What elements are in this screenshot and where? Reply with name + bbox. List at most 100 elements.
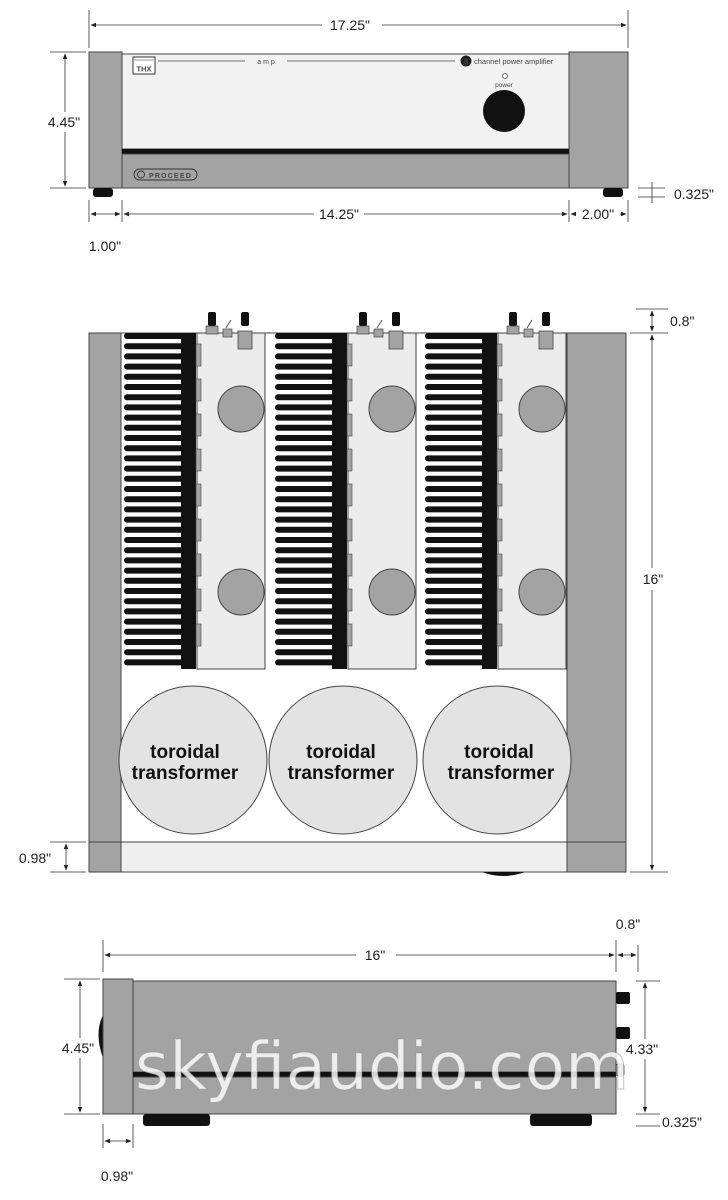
channel-1-heatsink-fin [124, 455, 186, 462]
channel-3-heatsink-fin [425, 465, 487, 472]
channel-1-heatsink-fin [124, 465, 186, 472]
channel-3-heatsink-fin [425, 659, 487, 666]
channel-1-heatsink-fin [124, 353, 186, 360]
side-rear-offset-label: 0.8" [616, 916, 640, 932]
toroidal-transformer-2 [268, 685, 418, 835]
channel-3-heatsink-fin [425, 445, 487, 452]
channel-1-heatsink-fin [124, 373, 186, 380]
transformer-1-label-line1: toroidal [150, 742, 220, 763]
channel-1-heatsink-fin [124, 343, 186, 350]
channel-2-heatsink-fin [275, 659, 337, 666]
front-width-label: 17.25" [330, 17, 370, 33]
channel-2-rear-connector-left [359, 312, 367, 326]
channel-2-heatsink-fin [275, 475, 337, 482]
channel-2-heatsink-fin [275, 649, 337, 656]
channel-3-transistor [496, 413, 503, 437]
side-body-lower [132, 1076, 617, 1115]
channel-1-rear-connector-left [208, 312, 216, 326]
channel-1-heatsink-fin [124, 445, 186, 452]
channel-3-heatsink-fin [425, 333, 487, 339]
front-inner-width-label: 14.25" [319, 206, 359, 222]
channel-3-heatsink-fin [425, 496, 487, 503]
side-rear-connector-small [615, 1063, 625, 1077]
channel-3-transistor [496, 553, 503, 577]
channel-1-capacitor-top [217, 385, 265, 433]
channel-2-heatsink-fin [275, 516, 337, 523]
transformer-3-label-line2: transformer [448, 763, 555, 784]
channel-3-heatsink-fin [425, 506, 487, 513]
channel-3-transistor [496, 518, 503, 542]
channel-3-transistor [496, 588, 503, 612]
svg-text:PROCEED: PROCEED [149, 173, 192, 180]
channel-2-heatsink-fin [275, 363, 337, 370]
channel-1-transistor [195, 623, 202, 647]
channel-2-heatsink-fin [275, 618, 337, 625]
side-body-upper [132, 980, 617, 1073]
side-shadow-strip [133, 1072, 616, 1077]
channel-1-heatsink-fin [124, 577, 186, 584]
panel-amp-text: a m p [257, 59, 275, 66]
front-left-foot [93, 188, 113, 197]
channel-3-heatsink-fin [425, 363, 487, 370]
toroidal-transformer-1 [118, 685, 268, 835]
side-height-label: 4.45" [62, 1040, 94, 1056]
channel-2-transistor [346, 413, 353, 437]
channel-3-heatsink-fin [425, 486, 487, 492]
front-right-side-label: 2.00" [582, 206, 614, 222]
top-power-button-knob [482, 872, 525, 876]
channel-3-rear-connector-left [509, 312, 517, 326]
channel-3-switch-lever [526, 319, 533, 329]
channel-2-transistor [346, 623, 353, 647]
side-front-panel [102, 978, 134, 1115]
channel-1-heatsink-fin [124, 659, 186, 666]
channel-1-heatsink-fin [124, 547, 186, 554]
channel-3-capacitor-bottom [518, 568, 566, 616]
front-lower-panel [121, 153, 570, 189]
channel-1-heatsink-fin [124, 649, 186, 656]
side-front-knob [98, 1015, 103, 1058]
channel-3-heatsink-fin [425, 618, 487, 625]
channel-3-heatsink-fin [425, 537, 487, 543]
channel-1-heatsink-fin [124, 608, 186, 615]
channel-2-transistor [346, 343, 353, 367]
front-right-foot [603, 188, 623, 197]
channel-2-heatsink-fin [275, 373, 337, 380]
channel-3-heatsink-fin [425, 343, 487, 350]
front-foot-height-label: 0.325" [674, 186, 714, 202]
top-view: 0.8" 16" 0.98" toroidal transformer toro… [19, 308, 694, 876]
channel-2-heatsink-fin [275, 333, 337, 339]
channel-2-heatsink-fin [275, 577, 337, 584]
channel-3-rear-connector-right [542, 312, 550, 326]
channel-1-heatsink-fin [124, 435, 186, 441]
channel-2-heatsink-fin [275, 486, 337, 492]
channel-1-heatsink-fin [124, 486, 186, 492]
thx-logo [132, 56, 156, 75]
channel-1-heatsink-fin [124, 496, 186, 503]
side-foot-height-label: 0.325" [662, 1114, 702, 1130]
channel-1-connector-base-left [205, 325, 219, 335]
front-right-side-panel [568, 51, 629, 189]
channel-2-heatsink-fin [275, 343, 337, 350]
channel-2-heatsink-fin [275, 465, 337, 472]
channel-3-transistor [496, 483, 503, 507]
channel-1-transistor [195, 448, 202, 472]
channel-3-heatsink-fin [425, 424, 487, 431]
channel-2-heatsink-fin [275, 537, 337, 543]
transformer-2-label-line2: transformer [288, 763, 395, 784]
side-front-foot [143, 1114, 210, 1126]
channel-3-transistor [496, 448, 503, 472]
channel-3-capacitor-top [518, 385, 566, 433]
channel-3-heatsink-fin [425, 557, 487, 564]
channel-2-heatsink-fin [275, 567, 337, 574]
channel-1-heatsink-fin [124, 506, 186, 513]
channel-3-heatsink-fin [425, 435, 487, 441]
channel-1-heatsink-fin [124, 414, 186, 421]
top-front-bar-left [88, 841, 122, 873]
channel-2-capacitor-bottom [368, 568, 416, 616]
channel-1-heatsink-fin [124, 598, 186, 605]
channel-1-heatsink-fin [124, 384, 186, 390]
channel-2-rear-connector-right [392, 312, 400, 326]
front-view: 17.25" 4.45" THX a m p 3 channel power a… [42, 10, 714, 254]
panel-channel-text: channel power amplifier [474, 57, 554, 66]
channel-1-transistor [195, 343, 202, 367]
